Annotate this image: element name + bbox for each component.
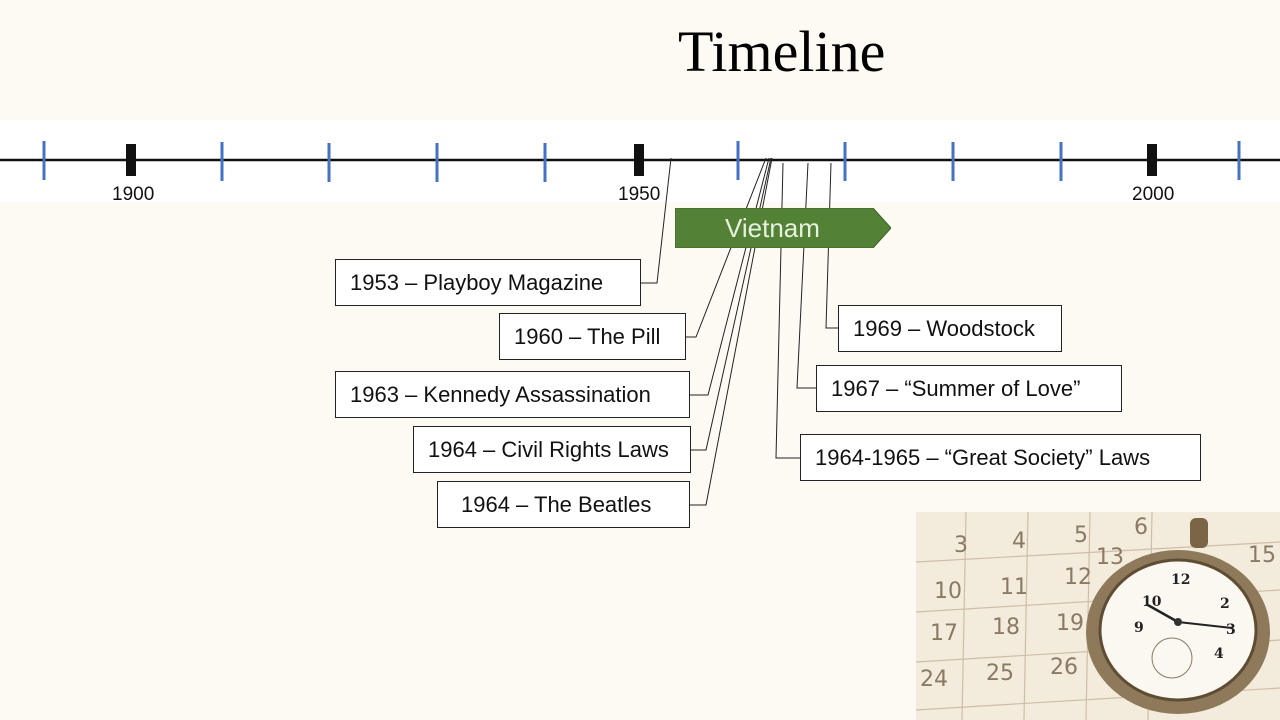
event-summer-of-love: 1967 – “Summer of Love” [816, 365, 1122, 412]
event-playboy: 1953 – Playboy Magazine [335, 259, 641, 306]
svg-text:13: 13 [1096, 545, 1124, 570]
svg-text:9: 9 [1134, 620, 1144, 636]
svg-text:3: 3 [1226, 622, 1236, 638]
svg-text:4: 4 [1012, 529, 1026, 554]
svg-text:3: 3 [954, 533, 968, 558]
axis-label-1950: 1950 [618, 184, 661, 205]
svg-text:4: 4 [1214, 646, 1224, 662]
axis-label-2000: 2000 [1132, 184, 1175, 205]
svg-text:19: 19 [1056, 611, 1084, 636]
svg-text:11: 11 [1000, 575, 1028, 600]
svg-text:26: 26 [1050, 655, 1078, 680]
event-beatles: 1964 – The Beatles [437, 481, 690, 528]
svg-text:18: 18 [992, 615, 1020, 640]
axis-ticks [42, 141, 1241, 182]
svg-text:25: 25 [986, 661, 1014, 686]
axis-label-1900: 1900 [112, 184, 155, 205]
event-kennedy: 1963 – Kennedy Assassination [335, 371, 690, 418]
major-ticks [126, 144, 1157, 176]
vietnam-label: Vietnam [725, 213, 820, 243]
svg-text:10: 10 [1142, 594, 1162, 610]
svg-text:17: 17 [930, 621, 958, 646]
svg-text:12: 12 [1064, 565, 1092, 590]
slide-title: Timeline [678, 19, 886, 84]
vietnam-era-arrow: Vietnam [674, 207, 892, 249]
svg-text:15: 15 [1248, 543, 1276, 568]
svg-text:6: 6 [1134, 515, 1148, 540]
svg-text:24: 24 [920, 667, 948, 692]
svg-text:12: 12 [1171, 572, 1190, 588]
svg-text:2: 2 [1220, 596, 1230, 612]
svg-text:10: 10 [934, 579, 962, 604]
event-pill: 1960 – The Pill [499, 313, 686, 360]
event-great-society: 1964-1965 – “Great Society” Laws [800, 434, 1201, 481]
event-civil-rights: 1964 – Civil Rights Laws [413, 426, 691, 473]
event-woodstock: 1969 – Woodstock [838, 305, 1062, 352]
svg-text:5: 5 [1074, 523, 1088, 548]
